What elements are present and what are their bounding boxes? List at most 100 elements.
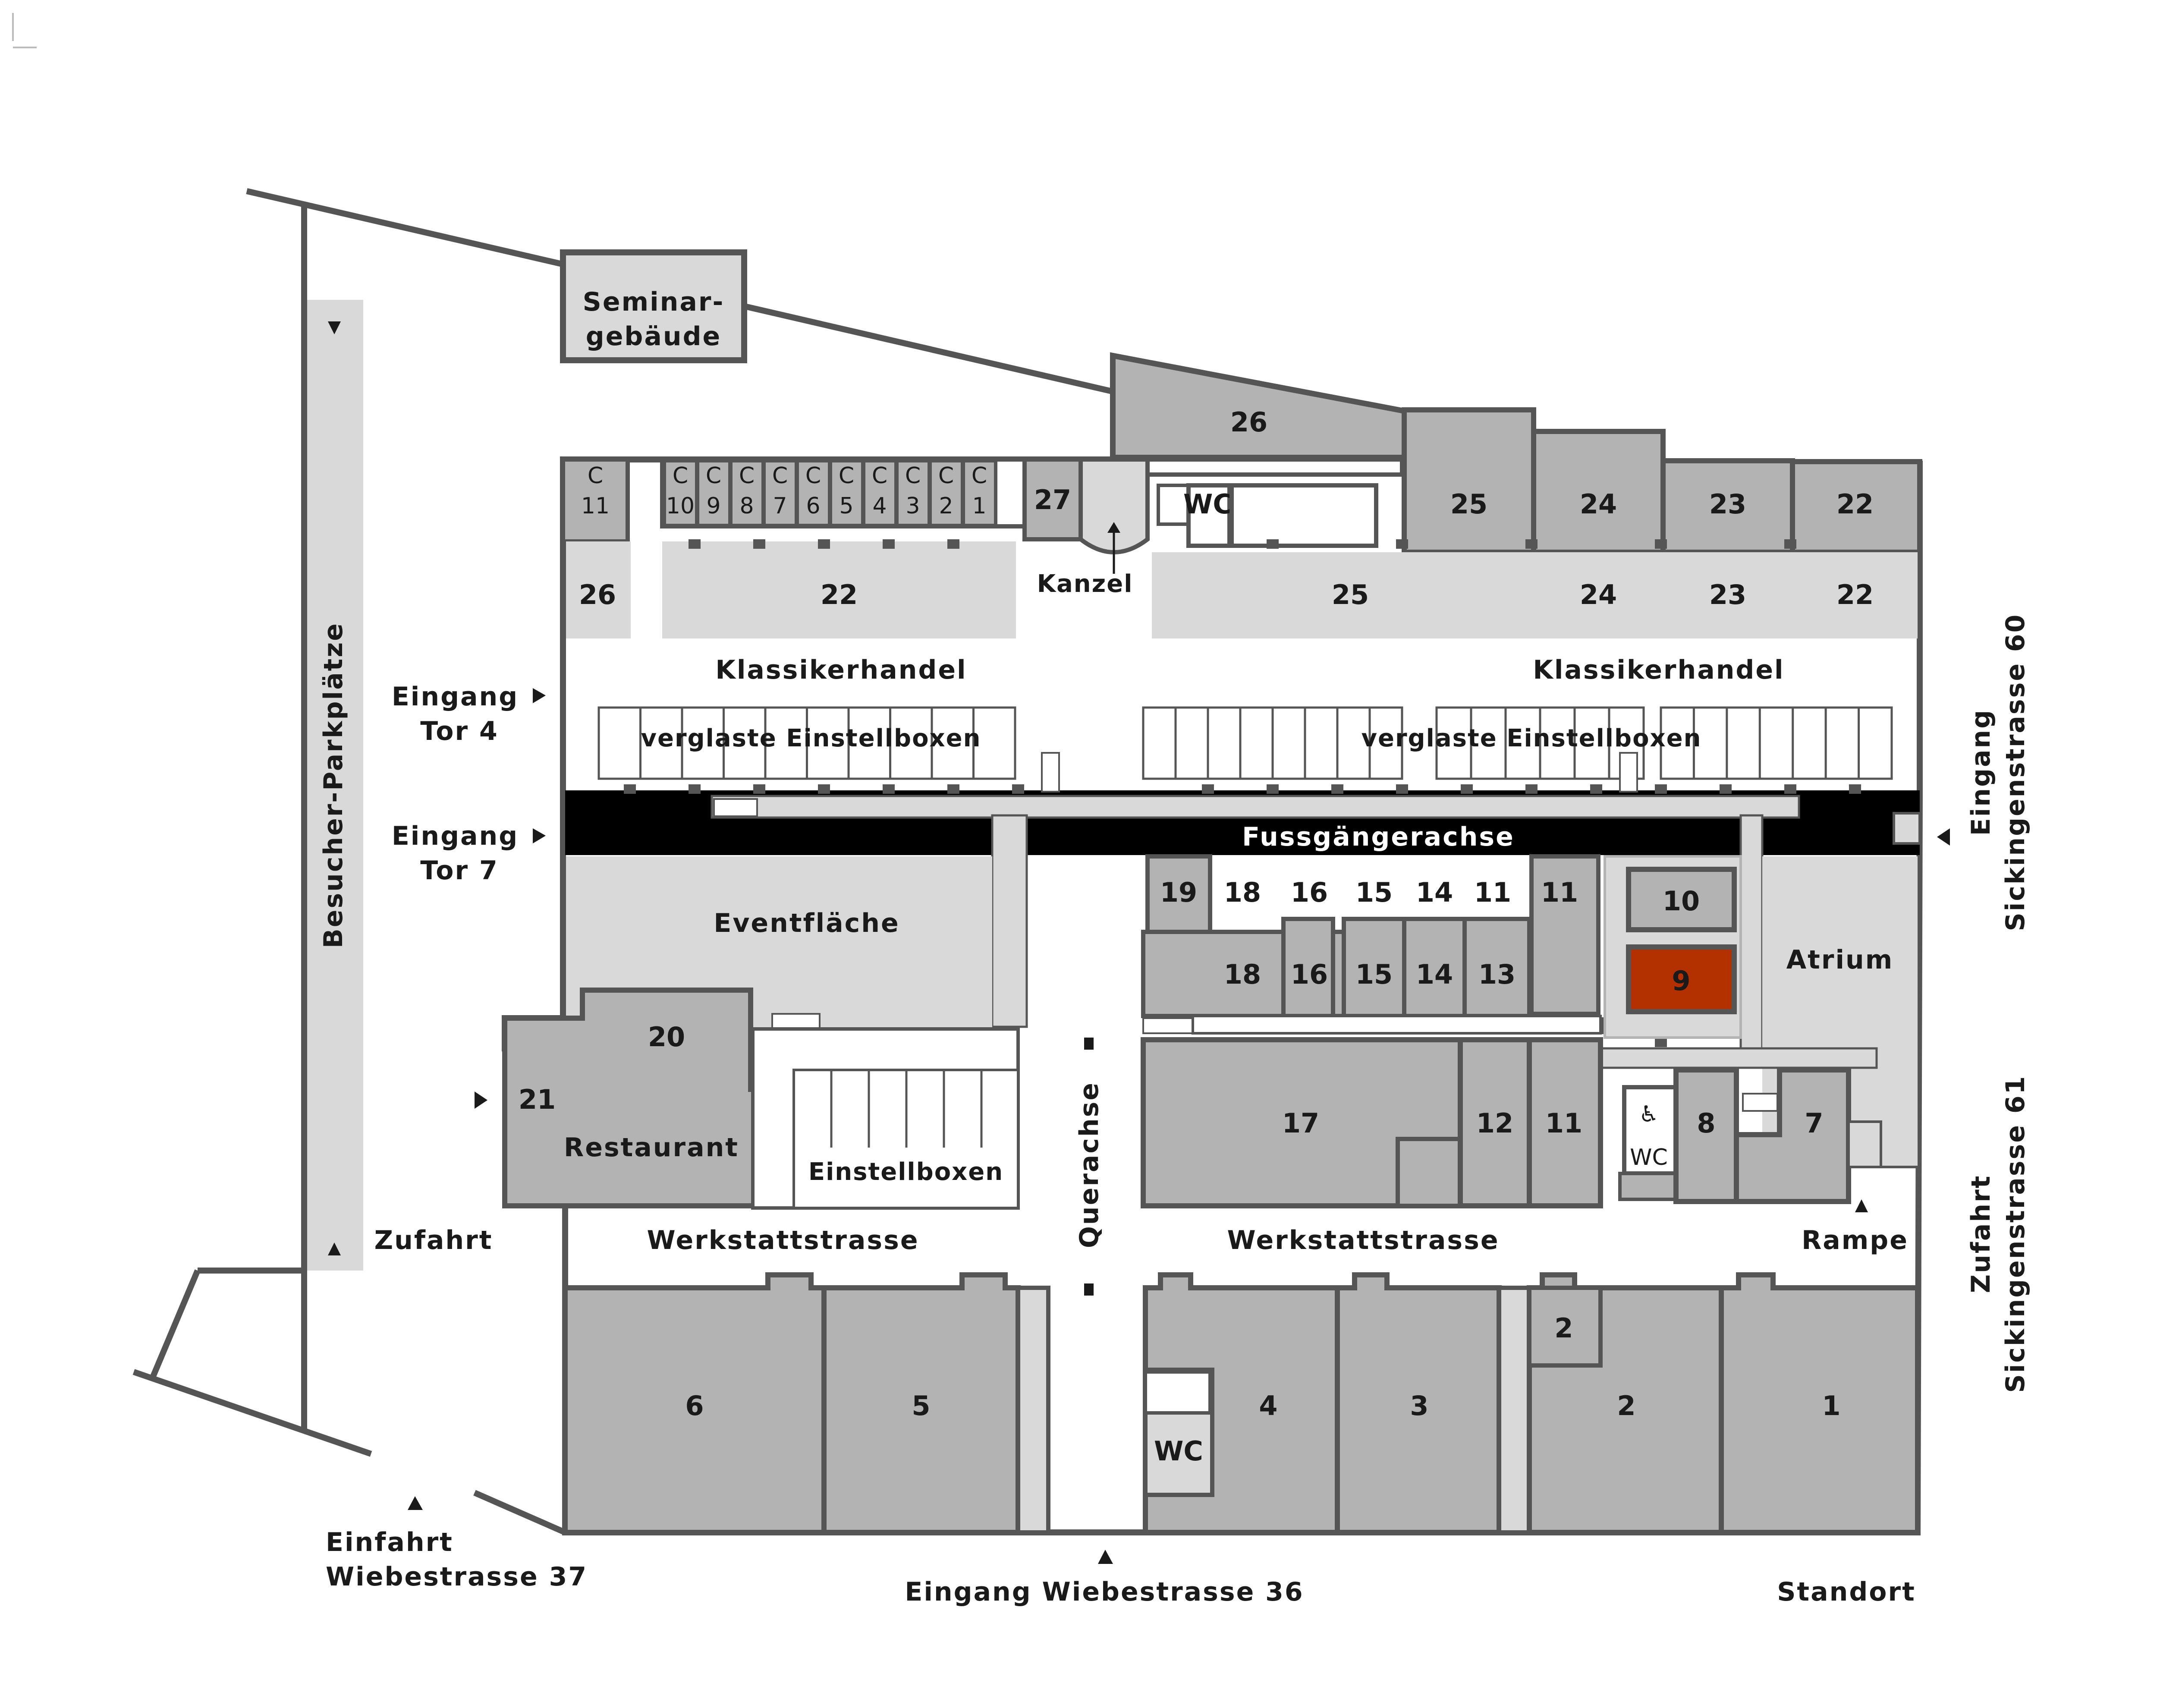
c-box-6-prefix: C	[805, 463, 821, 489]
einfahrt-wiebestrasse: Einfahrt Wiebestrasse 37	[326, 1496, 588, 1592]
c-box-11-prefix: C	[588, 463, 603, 489]
c-box-11-number: 11	[581, 493, 610, 519]
rampe-label: Rampe	[1802, 1225, 1909, 1255]
werkstattstrasse-left: Werkstattstrasse	[647, 1225, 919, 1255]
c-box-8	[729, 459, 765, 527]
unit-18b-label: 18	[1224, 959, 1261, 990]
unit-11b-label: 11	[1541, 877, 1578, 908]
c-box-2	[928, 459, 964, 527]
wheelchair-icon: ♿	[1639, 1101, 1659, 1127]
c-box-5	[829, 459, 865, 527]
unit-24-top-label: 24	[1580, 488, 1617, 520]
zufahrt-sickingenstrasse: Zufahrt Sickingenstrasse 61	[1966, 1075, 2031, 1393]
left-arrow-icon	[1937, 828, 1950, 846]
unit-26-top-label: 26	[1230, 406, 1267, 438]
c-box-1-number: 1	[972, 493, 986, 519]
eingang-sickingenstrasse: Eingang Sickingenstrasse 60	[1937, 613, 2031, 931]
c-box-5-number: 5	[839, 493, 853, 519]
c-box-10	[663, 459, 698, 527]
entrance-tor7-line1: Eingang	[392, 821, 519, 851]
unit-25-top	[1402, 407, 1536, 555]
c-box-10-number: 10	[666, 493, 695, 519]
c-box-3-number: 3	[906, 493, 920, 519]
south-center-units: 17 12 11 ♿ WC 8 7	[1141, 1037, 1918, 1208]
einfahrt-line1: Einfahrt	[326, 1527, 453, 1557]
unit-15b-label: 15	[1355, 959, 1393, 990]
seminar-label-1: Seminar-	[583, 287, 725, 317]
kanzel-area	[1078, 457, 1150, 554]
unit-19-label: 19	[1160, 877, 1197, 908]
eingang-sick-line2: Sickingenstrasse 60	[2000, 613, 2031, 931]
unit-22-left	[662, 541, 1016, 639]
parking-label: Besucher-Parkplätze	[318, 622, 349, 948]
eingang-wiebe-label: Eingang Wiebestrasse 36	[905, 1577, 1304, 1607]
einstellboxen-label: Einstellboxen	[808, 1158, 1003, 1186]
werkstattstrasse-right: Werkstattstrasse	[1227, 1225, 1499, 1255]
einfahrt-line2: Wiebestrasse 37	[326, 1562, 588, 1592]
wc-south-label: WC	[1154, 1435, 1203, 1467]
unit-25-row-label: 25	[1332, 579, 1369, 610]
klassikerhandel-left: Klassikerhandel	[715, 655, 967, 685]
c-box-8-prefix: C	[739, 463, 755, 489]
entrance-tor4-line1: Eingang	[392, 682, 519, 712]
unit-11c-label: 11	[1545, 1107, 1582, 1139]
glass-boxes	[597, 706, 1893, 780]
zufahrt-label: Zufahrt	[374, 1225, 493, 1255]
eventflaeche-label: Eventfläche	[714, 908, 899, 938]
restaurant-label: Restaurant	[564, 1132, 739, 1163]
unit-6-label: 6	[685, 1390, 704, 1422]
unit-27-label: 27	[1034, 484, 1071, 516]
querachse: Querachse	[1074, 1038, 1104, 1296]
klassikerhandel-right: Klassikerhandel	[1533, 655, 1784, 685]
up-arrow-icon	[408, 1496, 423, 1510]
c-box-9-number: 9	[706, 493, 720, 519]
unit-24-row-label: 24	[1580, 579, 1617, 610]
zufahrt-sick-line1: Zufahrt	[1966, 1175, 1996, 1293]
unit-13-label: 13	[1478, 959, 1516, 990]
unit-16b-label: 16	[1291, 959, 1328, 990]
seminar-label-2: gebäude	[586, 321, 721, 352]
eventflaeche-area: Eventfläche	[566, 856, 992, 1032]
unit-7-label: 7	[1805, 1107, 1823, 1139]
parking-strip: Besucher-Parkplätze	[307, 300, 363, 1271]
atrium-label: Atrium	[1786, 945, 1894, 975]
rampe-arrow-icon	[1855, 1199, 1868, 1212]
c-box-9	[696, 459, 732, 527]
stairs-icon	[1742, 1093, 1778, 1112]
unit-15a-label: 15	[1355, 877, 1393, 908]
unit-5-label: 5	[912, 1390, 930, 1422]
seminar-building: Seminar- gebäude	[560, 249, 747, 363]
wc-accessible-label: WC	[1630, 1145, 1668, 1170]
unit-4-label: 4	[1259, 1390, 1277, 1422]
right-arrow-icon	[533, 828, 546, 843]
right-arrow-icon	[475, 1091, 487, 1109]
entrance-tor7: Eingang Tor 7	[392, 821, 546, 886]
unit-22-row-label: 22	[1836, 579, 1874, 610]
unit-12-label: 12	[1476, 1107, 1513, 1139]
unit-14b-label: 14	[1416, 959, 1453, 990]
pedestrian-axis: Fussgängerachse	[565, 539, 1921, 1063]
right-arrow-icon	[533, 688, 546, 703]
c-box-3-prefix: C	[905, 463, 921, 489]
c-box-11	[561, 457, 630, 544]
unit-23-row-label: 23	[1709, 579, 1746, 610]
zufahrt-sick-line2: Sickingenstrasse 61	[2000, 1075, 2031, 1393]
unit-20-label: 20	[648, 1021, 685, 1053]
unit-21-label: 21	[519, 1084, 556, 1115]
kanzel-arrow-icon	[1107, 522, 1120, 533]
einstellboxen-area: Einstellboxen	[751, 1027, 1020, 1210]
unit-2-label: 2	[1617, 1390, 1635, 1422]
c-box-8-number: 8	[739, 493, 754, 519]
unit-9-label: 9	[1672, 965, 1690, 997]
c-box-1	[962, 459, 997, 527]
unit-23-top-label: 23	[1709, 488, 1746, 520]
stairs-icon	[713, 798, 758, 817]
unit-14a-label: 14	[1416, 877, 1453, 908]
center-units: 19 18 16 15 14 11 11 18 16 15 14 13	[1141, 854, 1604, 1035]
stairs-icon	[1619, 752, 1638, 793]
unit-17-label: 17	[1282, 1107, 1319, 1139]
up-arrow-icon	[1098, 1550, 1113, 1564]
unit-25-top-label: 25	[1450, 488, 1487, 520]
north-light-row: 26 22 25 24 23 22	[566, 541, 1918, 639]
